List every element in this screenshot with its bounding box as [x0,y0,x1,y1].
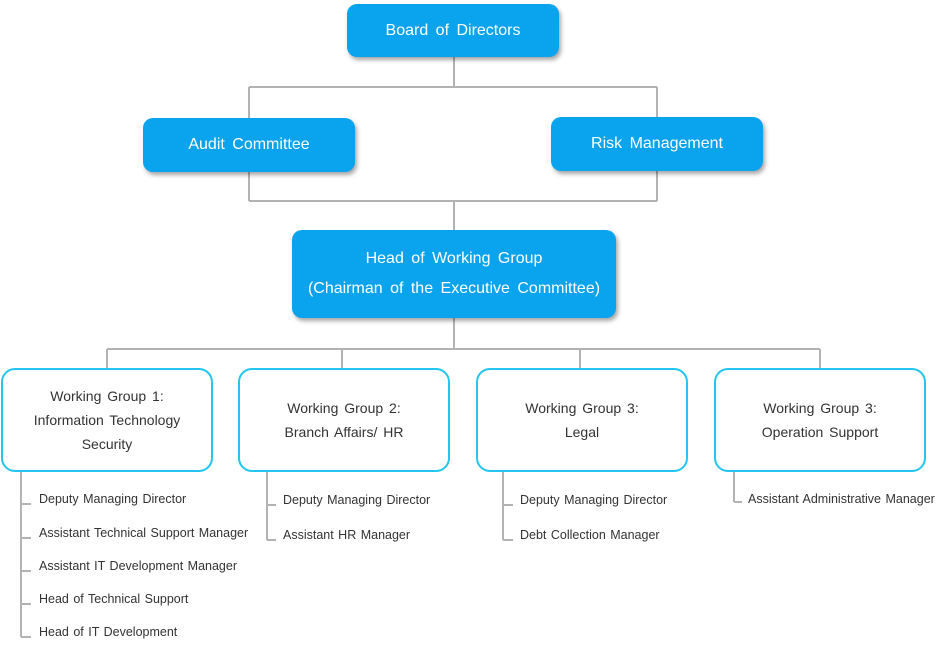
working-group-name: Information Technology [33,412,181,428]
group-2-item: Deputy Managing Director [283,493,431,507]
risk-management-label: Risk Management [591,135,723,152]
working-group-title: Working Group 1: [50,388,164,404]
board-of-directors-label: Board of Directors [385,21,521,39]
group-3-item: Debt Collection Manager [520,528,660,542]
risk-management-box: Risk Management [551,117,763,171]
working-group-title: Working Group 3: [763,400,877,416]
group-4-item: Assistant Administrative Manager [748,492,935,506]
working-group-4-box: Working Group 3: Operation Support [714,368,926,472]
audit-committee-label: Audit Committee [188,136,310,153]
working-group-name: Operation Support [761,424,879,440]
head-of-working-group-box: Head of Working Group (Chairman of the E… [292,230,616,318]
group-1-item: Head of IT Development [39,625,178,639]
working-group-name: Security [81,436,133,452]
group-3-item: Deputy Managing Director [520,493,668,507]
group-1-item: Head of Technical Support [39,592,189,606]
board-of-directors-box: Board of Directors [347,4,559,57]
working-group-name: Legal [564,424,600,440]
working-group-3-box: Working Group 3: Legal [476,368,688,472]
audit-committee-box: Audit Committee [143,118,355,172]
head-of-working-group-title: Head of Working Group [365,250,543,267]
group-1-item: Assistant Technical Support Manager [39,526,249,540]
head-of-working-group-subtitle: (Chairman of the Executive Committee) [307,280,601,297]
working-group-1-box: Working Group 1: Information Technology … [1,368,213,472]
working-group-name: Branch Affairs/ HR [284,424,404,440]
working-group-2-box: Working Group 2: Branch Affairs/ HR [238,368,450,472]
working-group-title: Working Group 2: [287,400,401,416]
group-1-item: Deputy Managing Director [39,492,187,506]
group-1-item: Assistant IT Development Manager [39,559,238,573]
working-group-title: Working Group 3: [525,400,639,416]
group-2-item: Assistant HR Manager [283,528,411,542]
